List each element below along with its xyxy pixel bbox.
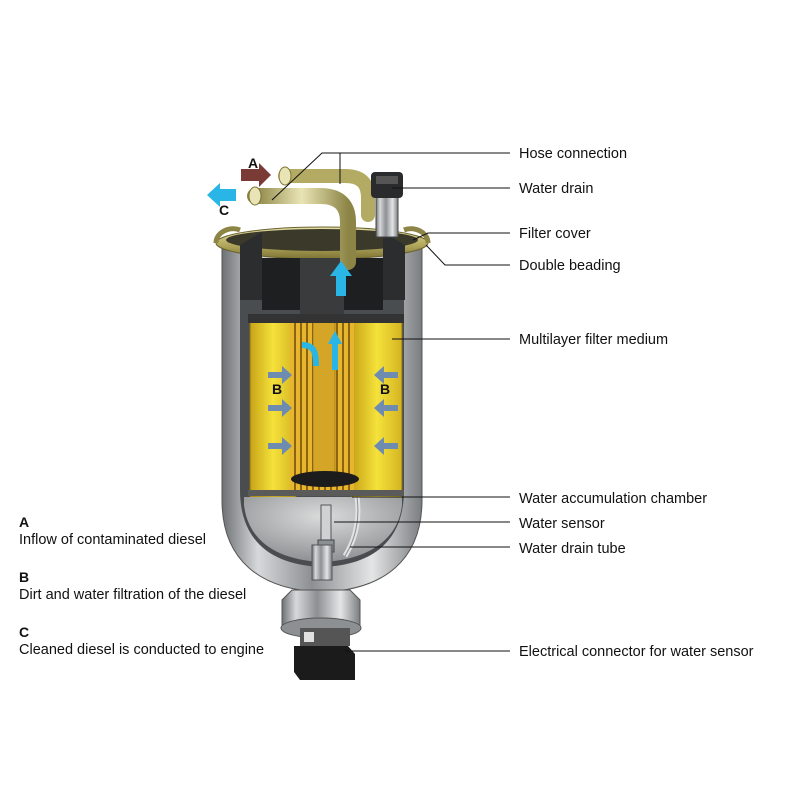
marker-c: C <box>219 202 229 218</box>
water-drain-valve <box>371 172 403 238</box>
legend-text-b: Dirt and water filtration of the diesel <box>19 587 247 603</box>
label-water-drain: Water drain <box>519 181 593 197</box>
legend-letter-a: A <box>19 514 30 530</box>
clean-outflow-arrow <box>207 183 236 207</box>
leader-lines <box>271 152 510 652</box>
clean-upflow-arrow <box>330 261 352 296</box>
multilayer-filter-medium <box>248 314 404 498</box>
label-hose-connection: Hose connection <box>519 146 627 162</box>
electrical-connector <box>294 628 355 680</box>
label-double-beading: Double beading <box>519 258 621 274</box>
water-drain-tube <box>342 496 361 558</box>
marker-b-left: B <box>272 381 282 397</box>
marker-b-right: B <box>380 381 390 397</box>
hose-connection <box>247 166 375 270</box>
legend-text-c: Cleaned diesel is conducted to engine <box>19 642 265 658</box>
label-water-sensor: Water sensor <box>519 516 605 532</box>
legend-letter-c: C <box>19 624 30 640</box>
double-beading <box>213 226 431 244</box>
label-filter-cover: Filter cover <box>519 226 591 242</box>
inflow-arrow <box>241 163 271 187</box>
legend-letter-b: B <box>19 569 30 585</box>
legend-text-a: Inflow of contaminated diesel <box>19 532 206 548</box>
label-multilayer-filter-medium: Multilayer filter medium <box>519 332 668 348</box>
label-water-drain-tube: Water drain tube <box>519 541 626 557</box>
label-water-accumulation-chamber: Water accumulation chamber <box>519 491 707 507</box>
filtration-arrows <box>268 366 398 455</box>
marker-a: A <box>248 155 258 171</box>
center-return-arrows <box>301 331 342 370</box>
label-electrical-connector: Electrical connector for water sensor <box>519 644 754 660</box>
